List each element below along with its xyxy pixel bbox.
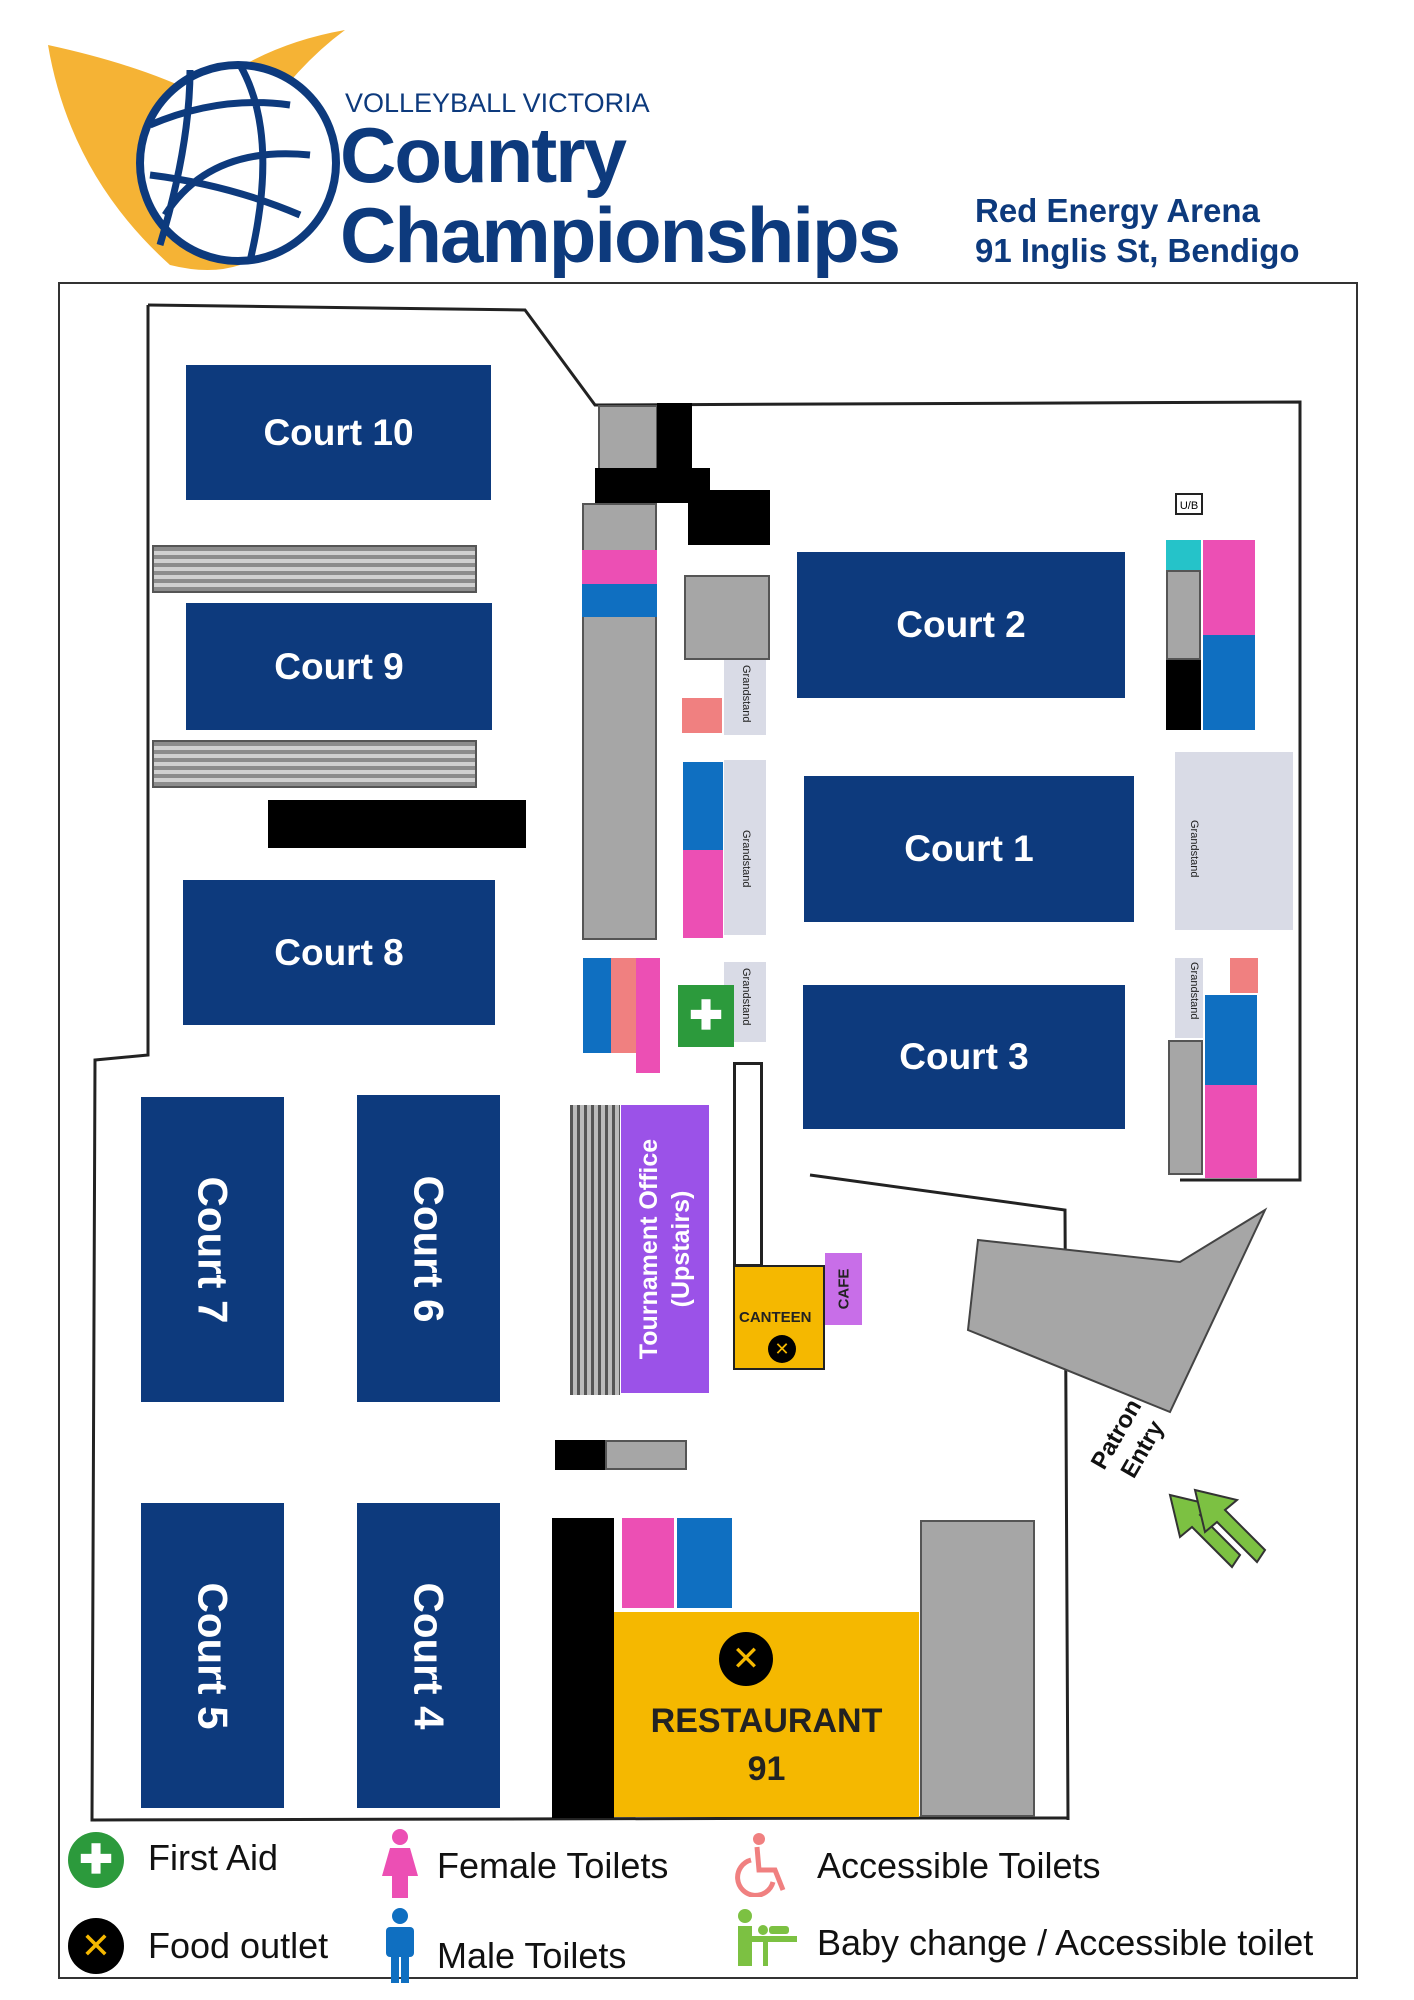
court-3: Court 3	[803, 985, 1125, 1129]
male-toilet	[582, 584, 657, 617]
legend-accessible-toilets: Accessible Toilets	[817, 1845, 1101, 1886]
venue-name: Red Energy Arena	[975, 192, 1260, 229]
canteen: CANTEEN ✕	[733, 1265, 825, 1370]
canteen-corridor	[733, 1062, 763, 1267]
building-block	[555, 1440, 605, 1470]
legend-male-toilets: Male Toilets	[437, 1935, 627, 1976]
court-1: Court 1	[804, 776, 1134, 922]
female-icon	[382, 1829, 418, 1898]
male-toilet	[1205, 995, 1257, 1085]
cafe: CAFE	[825, 1253, 862, 1325]
entry-arrow-icon	[1168, 1488, 1267, 1569]
male-toilet	[583, 958, 611, 1053]
food-icon: ✕	[719, 1632, 773, 1686]
bleacher	[152, 545, 477, 593]
court-8: Court 8	[183, 880, 495, 1025]
store-room	[684, 575, 770, 660]
grandstand	[1175, 752, 1293, 930]
map-frame	[58, 282, 1358, 1979]
logo-mark	[48, 30, 345, 270]
court-10: Court 10	[186, 365, 491, 500]
building-block	[552, 1518, 614, 1818]
ub-label: U/B	[1175, 493, 1203, 515]
female-toilet	[683, 850, 723, 938]
female-toilet	[1203, 540, 1255, 635]
legend-food-outlet: Food outlet	[148, 1925, 329, 1966]
title-line2: Championships	[340, 191, 901, 279]
venue-address: 91 Inglis St, Bendigo	[975, 232, 1300, 269]
first-aid-room: ✚	[678, 985, 734, 1047]
court-4: Court 4	[357, 1503, 500, 1808]
accessible-toilet	[682, 698, 722, 733]
bleacher	[152, 740, 477, 788]
stairs	[570, 1105, 620, 1395]
female-toilet	[1205, 1085, 1257, 1178]
restaurant-number: 91	[747, 1750, 786, 1788]
court-6: Court 6	[357, 1095, 500, 1402]
court-7: Court 7	[141, 1097, 284, 1402]
male-toilet	[683, 762, 723, 850]
tournament-office: Tournament Office (Upstairs)	[621, 1105, 709, 1393]
building-block	[1166, 570, 1201, 660]
restaurant: ✕ RESTAURANT 91	[614, 1612, 919, 1817]
legend-female-toilets: Female Toilets	[437, 1845, 669, 1886]
food-outlet-icon: ✕	[68, 1918, 124, 1974]
restaurant-label: RESTAURANT	[650, 1702, 883, 1740]
bench-block	[268, 800, 526, 848]
accessible-toilet	[1230, 958, 1258, 993]
building-block	[920, 1520, 1035, 1817]
building-block	[605, 1440, 687, 1470]
accessible-toilet	[611, 958, 636, 1053]
grandstand	[724, 660, 766, 735]
court-5: Court 5	[141, 1503, 284, 1808]
building-block	[1166, 660, 1201, 730]
baby-change-icon	[738, 1909, 797, 1966]
grandstand	[1175, 958, 1203, 1038]
legend-baby-change: Baby change / Accessible toilet	[817, 1922, 1314, 1963]
building-block	[1166, 540, 1201, 570]
org-name: VOLLEYBALL VICTORIA	[345, 88, 650, 118]
first-aid-icon: ✚	[68, 1832, 124, 1888]
female-toilet	[622, 1518, 674, 1608]
building-block	[1168, 1040, 1203, 1175]
female-toilet	[636, 958, 660, 1073]
court-9: Court 9	[186, 603, 492, 730]
entry-arrows	[1168, 1488, 1267, 1569]
building-block	[598, 405, 658, 470]
building-block	[688, 490, 770, 545]
legend-first-aid: First Aid	[148, 1837, 279, 1878]
title-line1: Country	[340, 111, 627, 199]
court-2: Court 2	[797, 552, 1125, 698]
female-toilet	[582, 550, 657, 584]
food-icon: ✕	[768, 1335, 796, 1363]
male-toilet	[677, 1518, 732, 1608]
male-toilet	[1203, 635, 1255, 730]
accessible-icon	[735, 1833, 786, 1897]
building-block	[657, 403, 692, 468]
grandstand	[724, 760, 766, 935]
male-icon	[386, 1908, 414, 1983]
canteen-label: CANTEEN	[739, 1309, 812, 1326]
